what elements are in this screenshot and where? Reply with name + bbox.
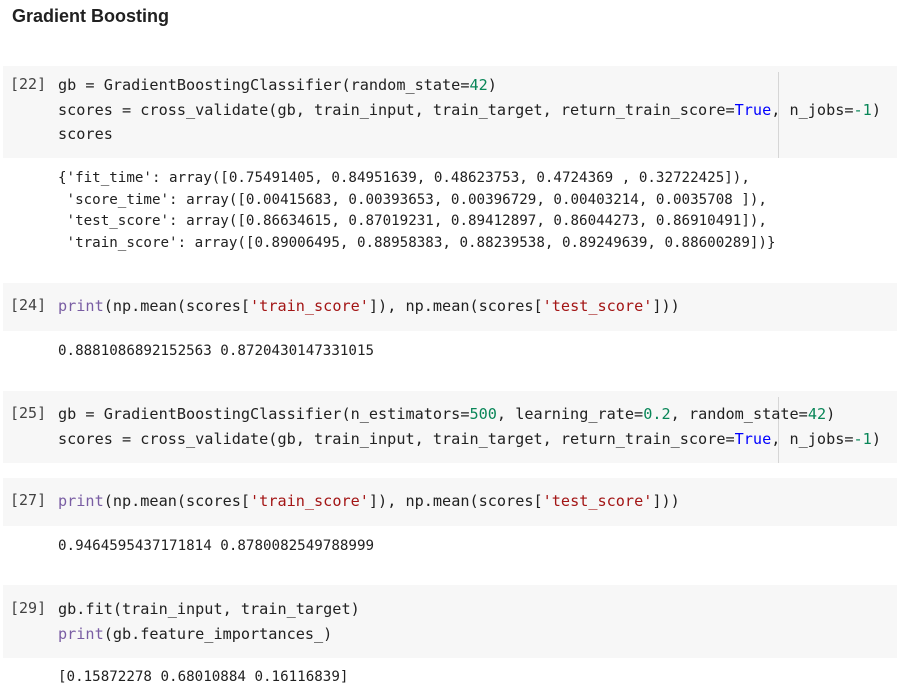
cell-code[interactable]: print(np.mean(scores['train_score']), np… — [58, 492, 680, 510]
cell-output: 0.9464595437171814 0.8780082549788999 — [58, 538, 375, 554]
section-heading: Gradient Boosting — [12, 6, 169, 26]
cell-code[interactable]: gb = GradientBoostingClassifier(random_s… — [58, 76, 881, 143]
cell-output: {'fit_time': array([0.75491405, 0.849516… — [58, 170, 776, 251]
cell-input-27[interactable] — [3, 478, 897, 526]
cell-output: 0.8881086892152563 0.8720430147331015 — [58, 343, 375, 359]
cell-input-29[interactable] — [3, 585, 897, 658]
line-length-ruler — [778, 397, 779, 463]
cell-output: [0.15872278 0.68010884 0.16116839] — [58, 669, 349, 685]
cell-input-25[interactable] — [3, 391, 897, 463]
cell-prompt: [22] — [10, 75, 47, 93]
cell-prompt: [27] — [10, 491, 47, 509]
cell-code[interactable]: gb = GradientBoostingClassifier(n_estima… — [58, 405, 881, 448]
cell-prompt: [24] — [10, 296, 47, 314]
cell-input-22[interactable] — [3, 66, 897, 158]
line-length-ruler — [778, 72, 779, 158]
cell-prompt: [25] — [10, 404, 47, 422]
cell-input-24[interactable] — [3, 283, 897, 331]
cell-code[interactable]: print(np.mean(scores['train_score']), np… — [58, 297, 680, 315]
cell-prompt: [29] — [10, 599, 47, 617]
cell-code[interactable]: gb.fit(train_input, train_target) print(… — [58, 600, 360, 643]
